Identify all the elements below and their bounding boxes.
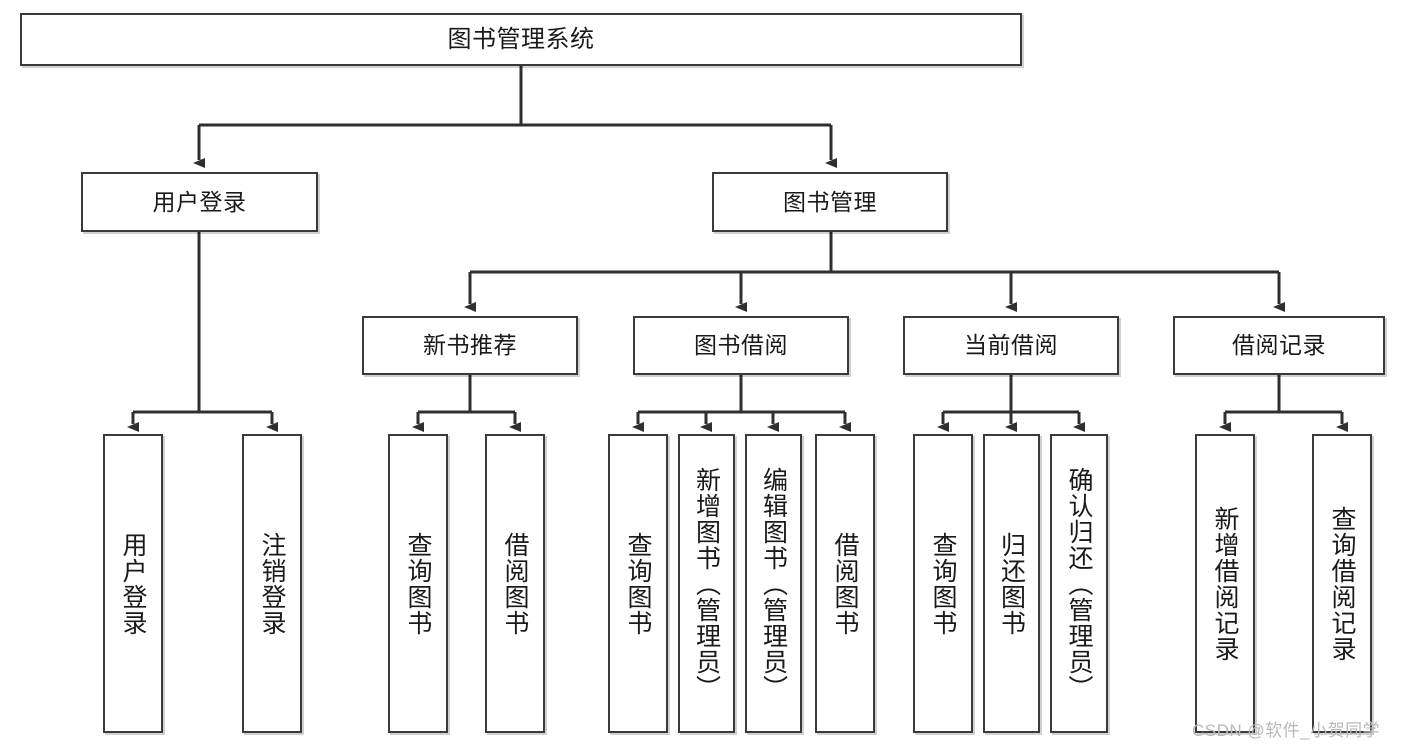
node-root[interactable]: 图书管理系统 — [20, 13, 1022, 66]
node-level3-book-borrow[interactable]: 图书借阅 — [633, 316, 849, 375]
node-leaf-borrow-book-1[interactable]: 借阅图书 — [485, 434, 545, 733]
node-leaf-query-book-1[interactable]: 查询图书 — [388, 434, 448, 733]
csdn-watermark: CSDN @软件_小贺同学 — [1192, 721, 1381, 740]
node-label: 新增图书（管理员） — [692, 466, 721, 701]
node-leaf-confirm-return-admin[interactable]: 确认归还（管理员） — [1050, 434, 1108, 733]
node-label: 用户登录 — [152, 188, 247, 215]
node-label: 用户登录 — [119, 531, 147, 636]
node-leaf-query-borrow-record[interactable]: 查询借阅记录 — [1312, 434, 1372, 733]
node-level3-new-book-recommend[interactable]: 新书推荐 — [362, 316, 578, 375]
node-leaf-borrow-book-2[interactable]: 借阅图书 — [815, 434, 875, 733]
node-label: 新书推荐 — [423, 332, 517, 359]
node-label: 归还图书 — [997, 531, 1026, 636]
node-leaf-logout[interactable]: 注销登录 — [242, 434, 302, 733]
node-label: 图书管理系统 — [447, 25, 595, 53]
node-level2-book-management[interactable]: 图书管理 — [712, 172, 948, 232]
node-label: 注销登录 — [258, 531, 286, 636]
node-label: 确认归还（管理员） — [1065, 466, 1093, 701]
node-label: 当前借阅 — [964, 332, 1058, 359]
node-leaf-user-login[interactable]: 用户登录 — [103, 434, 163, 733]
node-label: 查询图书 — [929, 531, 957, 636]
node-label: 图书管理 — [783, 188, 877, 215]
node-level2-user-login[interactable]: 用户登录 — [81, 172, 318, 232]
node-leaf-query-book-3[interactable]: 查询图书 — [913, 434, 973, 733]
node-level3-borrow-record[interactable]: 借阅记录 — [1173, 316, 1385, 375]
node-leaf-query-book-2[interactable]: 查询图书 — [608, 434, 668, 733]
node-level3-current-borrow[interactable]: 当前借阅 — [903, 316, 1119, 375]
node-leaf-add-book-admin[interactable]: 新增图书（管理员） — [678, 434, 735, 733]
node-leaf-edit-book-admin[interactable]: 编辑图书（管理员） — [745, 434, 802, 733]
node-leaf-add-borrow-record[interactable]: 新增借阅记录 — [1195, 434, 1255, 733]
node-leaf-return-book[interactable]: 归还图书 — [983, 434, 1040, 733]
node-label: 新增借阅记录 — [1211, 505, 1239, 662]
node-label: 查询图书 — [404, 531, 432, 636]
node-label: 查询借阅记录 — [1328, 505, 1356, 662]
node-label: 借阅图书 — [831, 531, 859, 636]
node-label: 查询图书 — [624, 531, 652, 636]
node-label: 借阅图书 — [501, 531, 529, 636]
node-label: 编辑图书（管理员） — [759, 466, 788, 701]
node-label: 借阅记录 — [1232, 332, 1326, 359]
node-label: 图书借阅 — [694, 332, 788, 359]
